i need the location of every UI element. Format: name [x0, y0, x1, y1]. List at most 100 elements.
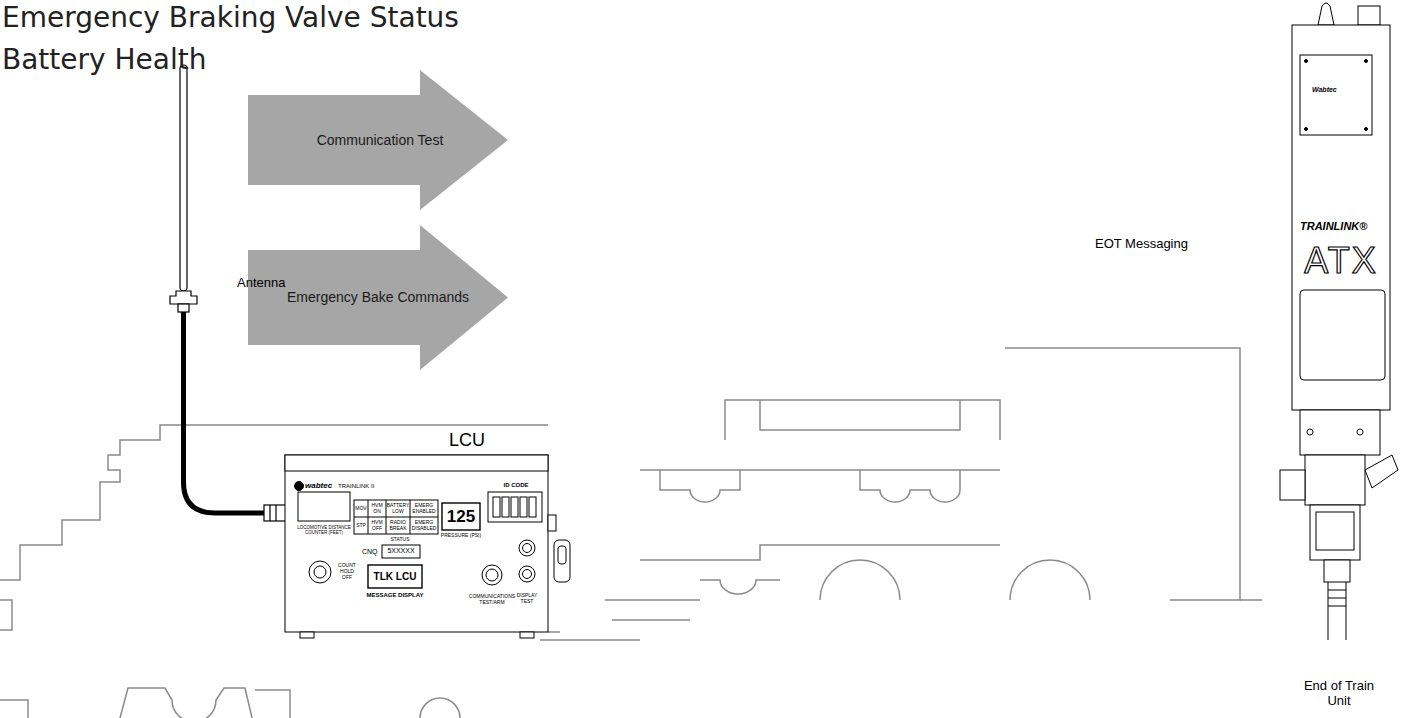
train-outline-part [700, 580, 780, 594]
panel-text: LOCOMOTIVE DISTANCE COUNTER (FEET) [292, 525, 356, 535]
lcu-unit-part [354, 500, 438, 534]
train-outline-part [725, 400, 1000, 440]
antenna-part [275, 505, 276, 521]
train-outline-part [605, 600, 700, 620]
train-outline [0, 348, 1262, 718]
brand-text: TRAINLINK II [338, 483, 374, 490]
lcu-unit-part [298, 492, 350, 521]
lcu-unit-part [523, 544, 532, 553]
end-of-train-unit-part [1300, 290, 1385, 380]
panel-text: ID CODE [490, 482, 542, 489]
end-of-train-unit-part [1328, 582, 1346, 640]
lcu-unit-part [382, 545, 420, 558]
end-of-train-unit-part [1292, 25, 1390, 410]
lcu-unit-part [523, 570, 532, 579]
lcu-unit-part [529, 497, 536, 517]
antenna-part [264, 505, 286, 521]
train-outline-part [1005, 348, 1240, 600]
lcu-unit-part [354, 517, 438, 518]
panel-text: DISPLAY TEST [510, 593, 544, 605]
end-of-train-unit-part [1310, 505, 1360, 560]
lcu-unit-part [488, 492, 542, 522]
train-outline-part [640, 545, 1000, 560]
arrow-fill [248, 70, 508, 210]
end-of-train-unit-part [1365, 60, 1368, 63]
lcu-unit-part [386, 500, 387, 534]
part-label: End of Train Unit [1298, 679, 1380, 709]
lcu-unit-part [554, 540, 570, 582]
lcu-unit-part [519, 540, 535, 556]
end-of-train-unit-part [1307, 429, 1313, 435]
end-of-train-unit [1280, 3, 1398, 640]
train-outline-part [640, 469, 1000, 471]
lcu-unit-part [368, 500, 369, 534]
logo-text: Wabtec [1312, 86, 1337, 94]
lcu-unit-part [285, 455, 548, 471]
lcu-unit-part [486, 569, 498, 581]
end-of-train-unit-part [1300, 55, 1372, 135]
lcu-unit-part [314, 566, 326, 578]
indicator-text: EMERG DISABLED [410, 517, 438, 534]
train-outline-part [420, 698, 460, 718]
end-of-train-unit-part [1300, 410, 1380, 455]
arrow-label: Communication Test [317, 132, 444, 149]
brand-text: TRAINLINK® [1300, 220, 1367, 233]
train-outline-part [120, 688, 252, 718]
lcu-unit-part [410, 500, 411, 534]
lcu-unit-part [482, 565, 502, 585]
indicator-text: STP [354, 517, 368, 534]
lcu-unit-part [502, 497, 509, 517]
train-outline-part [660, 470, 740, 502]
model-name: ATX [1292, 240, 1390, 281]
heading-text: Battery Health [2, 44, 206, 76]
lcu-unit-part [520, 497, 527, 517]
end-of-train-unit-part [1328, 590, 1346, 606]
logo-text: wabtec [305, 481, 332, 490]
panel-text: COUNT HOLD OFF [335, 563, 359, 580]
train-outline-part [860, 470, 960, 502]
indicator-text: MOV [354, 500, 368, 517]
antenna-part [180, 65, 187, 291]
end-of-train-unit-part [1365, 455, 1398, 488]
train-outline-part [820, 560, 1090, 600]
block-arrow: Communication Test [248, 70, 508, 210]
train-outline-part [760, 400, 960, 430]
panel-text: PRESSURE (PSI) [436, 533, 486, 539]
lcu-unit-part [493, 497, 500, 517]
arrow-fill [248, 225, 508, 370]
lcu-unit-part [548, 515, 556, 531]
indicator-text: BATTERY LOW [386, 500, 410, 517]
indicator-text: HVM ON [368, 500, 386, 517]
end-of-train-unit-part [1305, 455, 1365, 505]
part-label: LCU [449, 430, 485, 451]
indicator-text: RADIO BREAK [386, 517, 410, 534]
heading-text: Emergency Braking Valve Status [2, 2, 459, 34]
display-value: 125 [442, 503, 480, 530]
train-outline-part [255, 690, 290, 718]
train-outline-part [0, 700, 28, 718]
block-arrow: Emergency Bake Commands [248, 225, 508, 370]
antenna-part [178, 304, 189, 312]
lcu-unit-part [285, 455, 548, 632]
end-of-train-unit-part [1358, 6, 1380, 25]
part-label: Antenna [237, 276, 285, 291]
arrow-label: Emergency Bake Commands [287, 289, 469, 306]
end-of-train-unit-part [1305, 60, 1308, 63]
end-of-train-unit-part [1357, 429, 1363, 435]
lcu-unit-part [442, 503, 480, 530]
panel-text: COMMUNICATIONS TEST/ARM [460, 594, 524, 606]
train-outline-part [1240, 599, 1262, 601]
end-of-train-unit-part [1280, 470, 1305, 500]
panel-text: CNQ [362, 548, 378, 556]
lcu-unit [285, 455, 570, 638]
lcu-unit-part [309, 561, 331, 583]
end-of-train-unit-part [1324, 560, 1350, 582]
panel-text: MESSAGE DISPLAY [355, 592, 435, 599]
panel-text: 5XXXXX [382, 545, 420, 558]
lcu-unit-part [558, 546, 566, 564]
end-of-train-unit-part [1365, 128, 1368, 131]
lcu-unit-part [295, 482, 304, 491]
train-outline-part [0, 600, 12, 630]
